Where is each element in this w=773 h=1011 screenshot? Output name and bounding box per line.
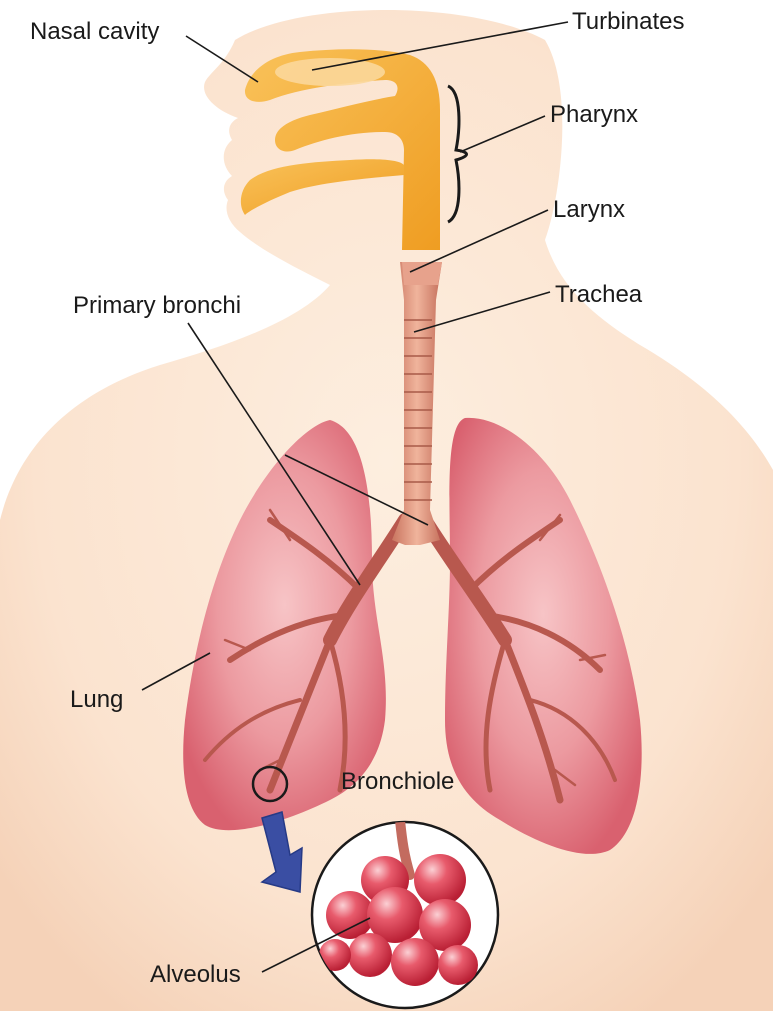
alveoli-inset (312, 820, 498, 1008)
label-primary-bronchi: Primary bronchi (73, 292, 241, 319)
label-pharynx: Pharynx (550, 101, 638, 128)
label-alveolus: Alveolus (150, 961, 241, 988)
label-trachea: Trachea (555, 281, 643, 308)
label-turbinates: Turbinates (572, 8, 685, 35)
label-lung: Lung (70, 686, 123, 713)
label-nasal-cavity: Nasal cavity (30, 18, 159, 45)
label-bronchiole: Bronchiole (341, 768, 454, 795)
label-larynx: Larynx (553, 196, 625, 223)
